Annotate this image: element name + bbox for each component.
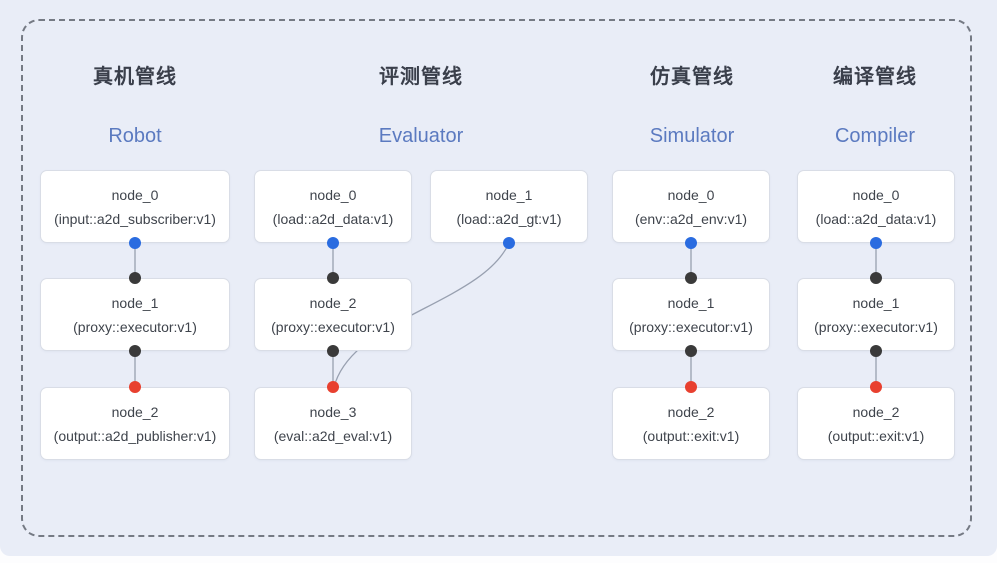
node-robot-0: node_0 (input::a2d_subscriber:v1) [40,170,230,243]
node-impl: (proxy::executor:v1) [271,318,395,335]
proxy-port-dot [327,272,339,284]
node-simulator-1: node_1 (proxy::executor:v1) [612,278,770,351]
node-name: node_2 [111,403,159,420]
sink-port-dot [327,381,339,393]
node-evaluator-0: node_0 (load::a2d_data:v1) [254,170,412,243]
node-impl: (output::a2d_publisher:v1) [53,427,217,444]
node-name: node_1 [111,294,159,311]
node-name: node_0 [309,186,357,203]
pipeline-title-zh-robot: 真机管线 [93,66,177,88]
node-robot-1: node_1 (proxy::executor:v1) [40,278,230,351]
pipeline-title-zh-evaluator: 评测管线 [379,66,463,88]
proxy-port-dot [129,272,141,284]
node-evaluator-1: node_1 (load::a2d_gt:v1) [430,170,588,243]
pipeline-title-en-compiler: Compiler [834,125,916,147]
node-name: node_1 [852,294,900,311]
pipeline-title-en-simulator: Simulator [649,125,735,147]
node-name: node_0 [852,186,900,203]
node-compiler-0: node_0 (load::a2d_data:v1) [797,170,955,243]
proxy-port-dot [685,345,697,357]
source-port-dot [685,237,697,249]
pipeline-title-en-evaluator: Evaluator [378,125,464,147]
sink-port-dot [129,381,141,393]
node-name: node_1 [485,186,533,203]
edge-eval-1-3-curve [333,242,510,388]
node-name: node_2 [667,403,715,420]
proxy-port-dot [129,345,141,357]
sink-port-dot [870,381,882,393]
node-name: node_0 [667,186,715,203]
node-impl: (env::a2d_env:v1) [634,210,748,227]
node-impl: (proxy::executor:v1) [629,318,753,335]
node-name: node_2 [309,294,357,311]
source-port-dot [503,237,515,249]
node-impl: (output::exit:v1) [642,427,740,444]
node-impl: (proxy::executor:v1) [814,318,938,335]
proxy-port-dot [870,345,882,357]
node-name: node_0 [111,186,159,203]
node-impl: (load::a2d_data:v1) [815,210,937,227]
proxy-port-dot [685,272,697,284]
node-name: node_3 [309,403,357,420]
node-impl: (load::a2d_data:v1) [272,210,394,227]
dashed-frame [21,19,972,537]
proxy-port-dot [870,272,882,284]
node-impl: (load::a2d_gt:v1) [456,210,562,227]
node-simulator-0: node_0 (env::a2d_env:v1) [612,170,770,243]
node-compiler-1: node_1 (proxy::executor:v1) [797,278,955,351]
node-simulator-2: node_2 (output::exit:v1) [612,387,770,460]
source-port-dot [129,237,141,249]
pipeline-title-zh-simulator: 仿真管线 [650,66,734,88]
node-robot-2: node_2 (output::a2d_publisher:v1) [40,387,230,460]
pipeline-title-zh-compiler: 编译管线 [833,66,917,88]
sink-port-dot [685,381,697,393]
node-impl: (eval::a2d_eval:v1) [273,427,393,444]
node-compiler-2: node_2 (output::exit:v1) [797,387,955,460]
node-name: node_2 [852,403,900,420]
node-impl: (proxy::executor:v1) [73,318,197,335]
pipeline-title-en-robot: Robot [108,125,162,147]
node-evaluator-3: node_3 (eval::a2d_eval:v1) [254,387,412,460]
proxy-port-dot [327,345,339,357]
node-evaluator-2: node_2 (proxy::executor:v1) [254,278,412,351]
node-impl: (output::exit:v1) [827,427,925,444]
source-port-dot [327,237,339,249]
node-impl: (input::a2d_subscriber:v1) [54,210,216,227]
node-name: node_1 [667,294,715,311]
source-port-dot [870,237,882,249]
